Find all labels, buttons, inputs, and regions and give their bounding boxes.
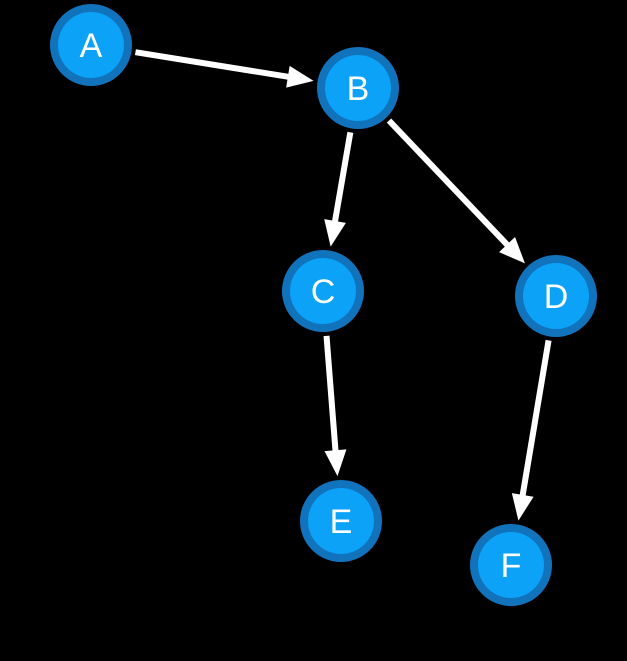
graph-edge-b-c[interactable] — [324, 131, 354, 247]
graph-node-e[interactable]: E — [300, 480, 382, 562]
node-label: F — [501, 547, 522, 585]
graph-node-b[interactable]: B — [317, 47, 399, 129]
nodes-layer: A B C D E F — [50, 4, 597, 606]
graph-node-c[interactable]: C — [282, 250, 364, 332]
arrowhead-icon — [286, 65, 314, 88]
node-label: D — [544, 278, 569, 316]
edge-line — [331, 131, 354, 225]
edge-line — [323, 335, 339, 454]
graph-edge-c-e[interactable] — [323, 335, 347, 477]
graph-edge-d-f[interactable] — [511, 339, 552, 521]
node-fill — [523, 263, 589, 329]
node-label: E — [330, 503, 353, 541]
node-fill — [325, 55, 391, 121]
graph-edge-a-b[interactable] — [134, 49, 314, 88]
node-label: A — [80, 27, 103, 65]
arrowhead-icon — [499, 236, 525, 264]
arrowhead-icon — [511, 493, 534, 521]
edges-layer — [134, 49, 552, 521]
edge-line — [386, 118, 512, 249]
arrowhead-icon — [324, 449, 347, 477]
graph-node-d[interactable]: D — [515, 255, 597, 337]
node-fill — [308, 488, 374, 554]
graph-node-f[interactable]: F — [470, 524, 552, 606]
node-fill — [290, 258, 356, 324]
graph-edge-b-d[interactable] — [386, 118, 525, 264]
arrowhead-icon — [324, 219, 346, 247]
node-fill — [58, 12, 124, 78]
edge-line — [519, 339, 552, 499]
node-label: C — [311, 273, 336, 311]
edge-line — [134, 49, 292, 81]
node-fill — [478, 532, 544, 598]
node-label: B — [347, 70, 370, 108]
graph-node-a[interactable]: A — [50, 4, 132, 86]
